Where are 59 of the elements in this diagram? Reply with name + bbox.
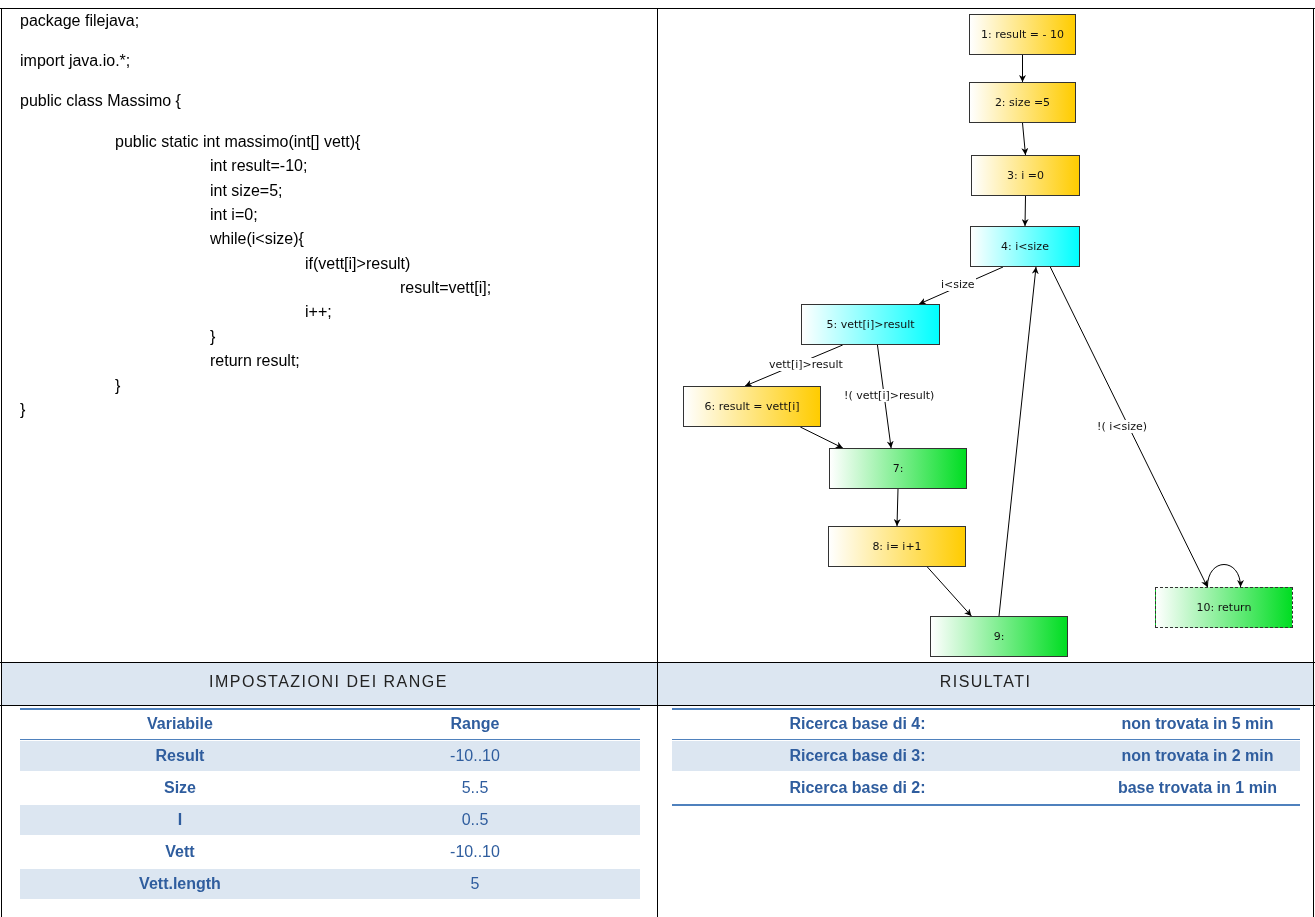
table-cell-text: Vett.length bbox=[138, 874, 222, 894]
arrow bbox=[876, 344, 894, 449]
arrow bbox=[926, 566, 972, 617]
table-cell-text: 0..5 bbox=[460, 810, 490, 830]
table-cell-text: Ricerca base di 2: bbox=[788, 778, 927, 798]
code-line: public class Massimo { bbox=[20, 92, 181, 110]
code-line: while(i<size){ bbox=[210, 230, 304, 248]
section-heading: RISULTATI bbox=[938, 673, 1033, 691]
code-line: return result; bbox=[210, 352, 300, 370]
arrow bbox=[998, 266, 1039, 617]
table-cell-text: base trovata in 1 min bbox=[1116, 778, 1279, 798]
code-line: int result=-10; bbox=[210, 157, 308, 175]
edge-label: i<size bbox=[940, 278, 976, 291]
code-line: int size=5; bbox=[210, 182, 283, 200]
process-box: 5: vett[i]>result bbox=[801, 304, 940, 345]
code-line: i++; bbox=[305, 303, 332, 321]
code-line: result=vett[i]; bbox=[400, 279, 492, 297]
table-cell-text: 5 bbox=[469, 874, 481, 894]
arrow bbox=[1021, 195, 1029, 227]
table-cell-text: Result bbox=[154, 746, 206, 766]
arrow bbox=[1019, 54, 1026, 83]
code-line: } bbox=[210, 328, 216, 346]
arrow bbox=[1206, 564, 1244, 588]
edge-label: vett[i]>result bbox=[768, 358, 844, 371]
code-line: import java.io.*; bbox=[20, 52, 131, 70]
code-line: } bbox=[115, 377, 121, 395]
arrow bbox=[1049, 266, 1208, 588]
table-cell-text: Vett bbox=[164, 842, 196, 862]
table-cell-text: 5..5 bbox=[460, 778, 490, 798]
process-box: 7: bbox=[829, 448, 967, 489]
process-box: 1: result = - 10 bbox=[969, 14, 1076, 55]
code-line: int i=0; bbox=[210, 206, 258, 224]
process-box: 10: return bbox=[1155, 587, 1293, 628]
process-box: 8: i= i+1 bbox=[828, 526, 966, 567]
table-cell-text: Ricerca base di 3: bbox=[788, 746, 927, 766]
table-cell-text: Range bbox=[449, 714, 501, 734]
code-line: package filejava; bbox=[20, 12, 140, 30]
arrow bbox=[893, 488, 901, 527]
table-cell-text: -10..10 bbox=[449, 746, 501, 766]
table-cell-text: Ricerca base di 4: bbox=[788, 714, 927, 734]
table-cell-text: Variabile bbox=[146, 714, 214, 734]
process-box: 2: size =5 bbox=[969, 82, 1076, 123]
table-cell-text: non trovata in 2 min bbox=[1120, 746, 1275, 766]
section-heading: IMPOSTAZIONI DEI RANGE bbox=[208, 673, 449, 691]
process-box: 3: i =0 bbox=[971, 155, 1080, 196]
table-cell-text: Size bbox=[163, 778, 197, 798]
table-cell-text: non trovata in 5 min bbox=[1120, 714, 1275, 734]
process-box: 9: bbox=[930, 616, 1068, 657]
table-cell-text: I bbox=[176, 810, 184, 830]
code-line: } bbox=[20, 401, 26, 419]
table-cell-text: -10..10 bbox=[449, 842, 501, 862]
edge-label: !( i<size) bbox=[1096, 420, 1149, 433]
arrow bbox=[1021, 122, 1029, 156]
edge-label: !( vett[i]>result) bbox=[843, 389, 936, 402]
code-line: public static int massimo(int[] vett){ bbox=[115, 133, 361, 151]
arrow bbox=[799, 426, 844, 449]
code-line: if(vett[i]>result) bbox=[305, 255, 411, 273]
process-box: 6: result = vett[i] bbox=[683, 386, 821, 427]
process-box: 4: i<size bbox=[970, 226, 1080, 267]
